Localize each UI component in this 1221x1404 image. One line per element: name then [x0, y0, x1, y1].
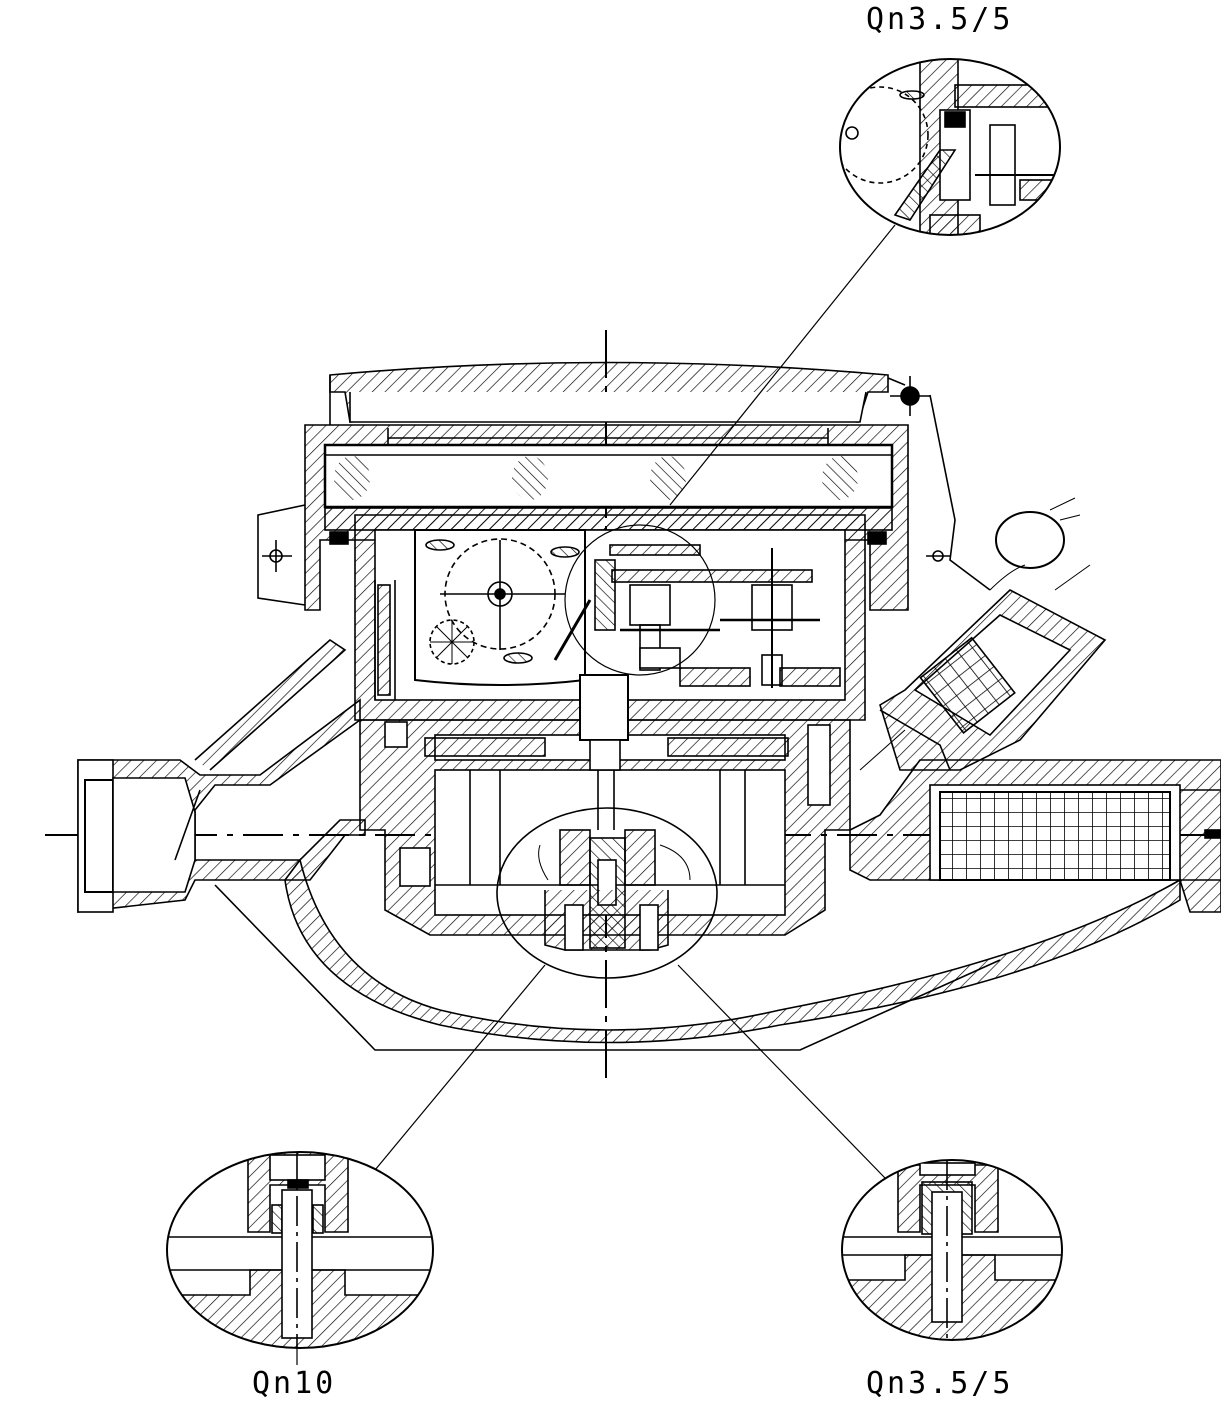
counter-mechanism [354, 514, 866, 721]
meter-body [359, 674, 851, 979]
leader-line-top [669, 224, 896, 506]
detail-view-bottom-left [166, 1151, 434, 1349]
leader-line-bottom-right [677, 964, 886, 1179]
detail-label-bottom-left: Qn10 [252, 1366, 337, 1401]
adjuster-port [859, 497, 1107, 771]
detail-view-top [839, 58, 1061, 236]
detail-view-bottom-right [841, 1159, 1063, 1341]
detail-label-top: Qn3.5/5 [866, 2, 1014, 37]
bottom-housing [214, 858, 1181, 1051]
leader-line-bottom-left [374, 964, 546, 1171]
inlet-pipe [77, 638, 366, 913]
detail-label-bottom-right: Qn3.5/5 [866, 1366, 1014, 1401]
outlet-pipe [849, 759, 1221, 913]
